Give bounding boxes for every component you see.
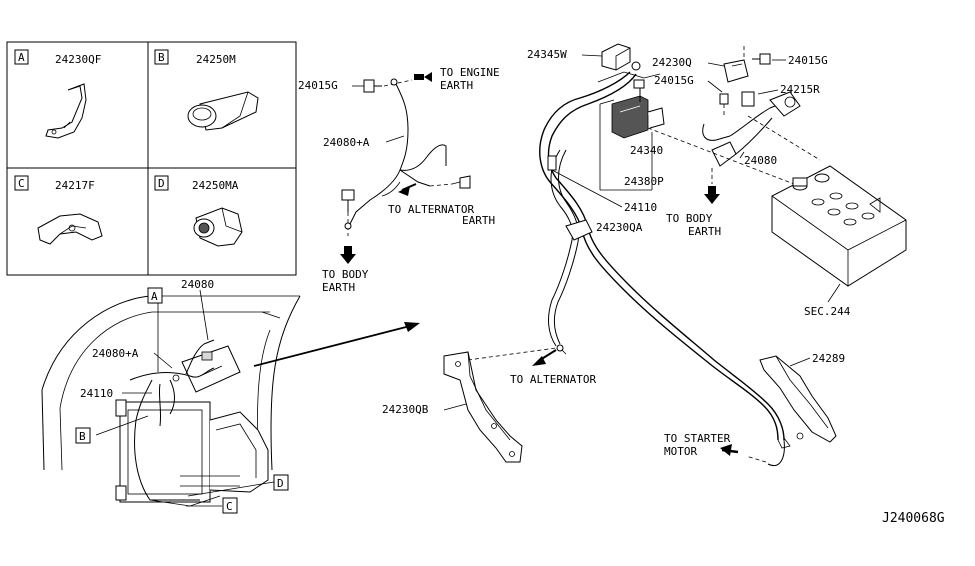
label-to-body-earth-right-1: TO BODY: [666, 212, 713, 225]
label-to-alternator-earth-1: TO ALTERNATOR: [388, 203, 474, 216]
label-sec244: SEC.244: [804, 305, 851, 318]
inset-grid: A 24230QF B 24250M C 24217F: [6, 41, 297, 276]
alternator-earth-bolt-icon: [451, 175, 471, 189]
label-to-starter-2: MOTOR: [664, 445, 697, 458]
label-24080a: 24080+A: [323, 136, 370, 149]
bolt-24015g-mid-icon: [719, 93, 729, 105]
vehicle-label-24080a: 24080+A: [92, 347, 139, 360]
label-to-engine-earth-1: TO ENGINE: [440, 66, 500, 79]
vehicle-label-24080: 24080: [181, 278, 214, 291]
label-to-body-earth-left-2: EARTH: [322, 281, 355, 294]
bracket-24230qb-icon: [443, 351, 523, 463]
panel-letter-b: B: [158, 51, 165, 64]
label-24215R: 24215R: [780, 83, 820, 96]
body-earth-bolt-icon: [341, 189, 355, 212]
diagram-id: J240068G: [882, 511, 945, 526]
label-24289: 24289: [812, 352, 845, 365]
vehicle-overview: A B C D 24080 24080+A 24110: [41, 278, 420, 514]
terminal-cover-24345w-icon: [601, 43, 631, 71]
label-to-alternator-earth-2: EARTH: [462, 214, 495, 227]
vehicle-callout-b: B: [79, 430, 86, 443]
label-24080: 24080: [744, 154, 777, 167]
inset-panel-d: D 24250MA: [154, 175, 243, 247]
grommet-24250m-icon: [187, 91, 259, 131]
label-to-alternator: TO ALTERNATOR: [510, 373, 596, 386]
inset-panel-a: A 24230QF: [14, 49, 101, 139]
part-24250MA-label: 24250MA: [192, 179, 239, 192]
label-24230QB: 24230QB: [382, 403, 429, 416]
part-24230QF-label: 24230QF: [55, 53, 101, 66]
part-24250M-label: 24250M: [196, 53, 236, 66]
label-24015G-left: 24015G: [298, 79, 338, 92]
label-to-engine-earth-2: EARTH: [440, 79, 473, 92]
panel-letter-a: A: [18, 51, 25, 64]
label-24015G-top: 24015G: [788, 54, 828, 67]
label-24345W: 24345W: [527, 48, 567, 61]
panel-letter-d: D: [158, 177, 165, 190]
grommet-24250ma-icon: [193, 207, 243, 247]
panel-letter-c: C: [18, 177, 25, 190]
protector-24289-icon: [759, 355, 837, 443]
label-24230Q: 24230Q: [652, 56, 692, 69]
battery-cable-assembly: 24345W 24340 24380P: [382, 43, 907, 466]
fusible-link-box-icon: [611, 79, 665, 139]
label-to-body-earth-right-2: EARTH: [688, 225, 721, 238]
engine-block-icon: [115, 399, 269, 503]
inset-panel-b: B 24250M: [154, 49, 259, 131]
bracket-24230qf-icon: [45, 83, 87, 139]
label-to-body-earth-left-1: TO BODY: [322, 268, 369, 281]
battery-terminal-24215r-icon: [741, 91, 801, 117]
bolt-24015g-top-icon: [752, 53, 771, 65]
engine-earth-harness: 24015G TO ENGINE EARTH 24080+A TO ALTERN…: [298, 66, 500, 294]
bracket-24230q-icon: [723, 59, 749, 83]
vehicle-callout-c: C: [226, 500, 233, 513]
label-24015G-mid: 24015G: [654, 74, 694, 87]
part-24217F-label: 24217F: [55, 179, 95, 192]
vehicle-label-24110: 24110: [80, 387, 113, 400]
protector-24217f-icon: [37, 213, 103, 245]
bolt-24015g-icon: [363, 79, 382, 93]
label-24340: 24340: [630, 144, 663, 157]
battery-icon: [771, 165, 907, 287]
label-24110: 24110: [624, 201, 657, 214]
label-24230QA: 24230QA: [596, 221, 643, 234]
inset-panel-c: C 24217F: [14, 175, 103, 245]
vehicle-callout-a: A: [151, 290, 158, 303]
detail-pointer-arrow: [253, 322, 420, 367]
label-to-starter-1: TO STARTER: [664, 432, 731, 445]
vehicle-callout-d: D: [277, 477, 284, 490]
label-24380P: 24380P: [624, 175, 664, 188]
